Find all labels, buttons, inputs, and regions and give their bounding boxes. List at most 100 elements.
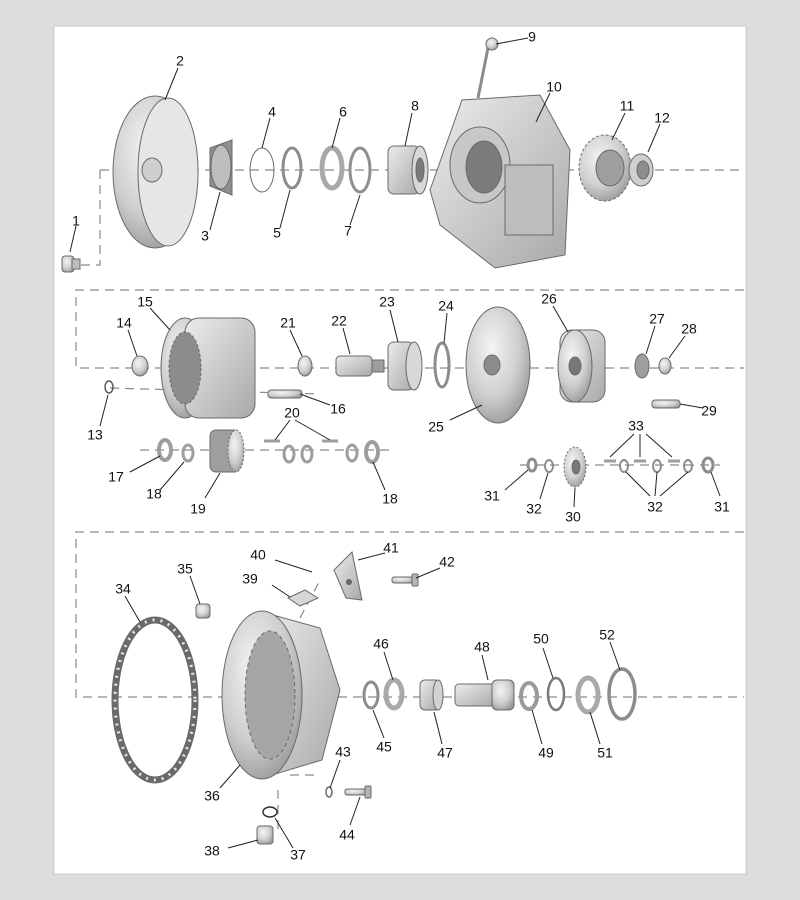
callout-14: 14 (116, 315, 132, 331)
part-8-bearing (387, 145, 429, 195)
callout-43: 43 (335, 744, 351, 760)
callout-31: 31 (484, 488, 500, 504)
part-19-planet-gear (209, 429, 245, 473)
callout-20: 20 (284, 405, 300, 421)
callout-36: 36 (204, 788, 220, 804)
leader-line-20-19-0 (274, 419, 291, 441)
leader-line-7-6-0 (349, 194, 361, 226)
leader-line-4-3-0 (261, 117, 271, 149)
callout-19: 19 (190, 501, 206, 517)
callout-1: 1 (72, 213, 80, 229)
leader-line-33-35-0 (609, 433, 635, 458)
leader-line-20-19-1 (294, 419, 331, 441)
callout-39: 39 (242, 571, 258, 587)
callout-5: 5 (273, 225, 281, 241)
leader-line-35-37-0 (189, 575, 201, 605)
part-22-shaft (335, 355, 385, 377)
leader-line-32-34-0 (625, 471, 651, 497)
callout-27: 27 (649, 311, 665, 327)
part-1-plug (61, 255, 81, 273)
leader-line-29-29-0 (679, 403, 704, 409)
part-13-o-ring (104, 380, 114, 394)
leader-line-48-50-0 (481, 654, 489, 681)
leader-line-15-14-0 (149, 307, 171, 331)
leader-line-32-34-2 (659, 471, 689, 497)
leader-line-33-35-2 (645, 433, 673, 458)
leader-line-21-21-0 (289, 329, 303, 357)
part-34-gasket-ring (111, 616, 199, 784)
part-46-ring (383, 677, 405, 711)
leader-line-13-12-0 (99, 394, 109, 427)
callout-12: 12 (654, 110, 670, 126)
callout-41: 41 (383, 540, 399, 556)
callout-31: 31 (714, 499, 730, 515)
leader-line-9-8-0 (495, 37, 529, 45)
leader-line-32-34-1 (654, 471, 658, 497)
callout-42: 42 (439, 554, 455, 570)
leader-line-28-28-0 (668, 335, 686, 359)
part-28-nut (658, 357, 672, 375)
callout-51: 51 (597, 745, 613, 761)
callout-34: 34 (115, 581, 131, 597)
callout-15: 15 (137, 294, 153, 310)
callout-46: 46 (373, 636, 389, 652)
leader-line-16-15-0 (299, 393, 331, 406)
leader-line-36-38-0 (219, 764, 241, 789)
callout-9: 9 (528, 29, 536, 45)
part-23-bearing (387, 341, 423, 391)
part-17-washer-right (364, 440, 380, 464)
leader-line-26-26-0 (552, 305, 569, 333)
callout-52: 52 (599, 627, 615, 643)
leader-line-46-48-0 (383, 651, 394, 681)
part-17-washer-left (157, 438, 173, 462)
leader-line-49-51-0 (531, 709, 543, 745)
leader-line-38-40-0 (227, 839, 259, 849)
callout-10: 10 (546, 79, 562, 95)
part-48-output-shaft (454, 679, 515, 711)
leader-line-31-32-0 (710, 471, 721, 497)
leader-line-22-22-0 (342, 327, 351, 355)
part-2-cover-flange (112, 95, 199, 249)
callout-49: 49 (538, 745, 554, 761)
callout-29: 29 (701, 403, 717, 419)
leader-line-37-39-0 (274, 817, 294, 849)
part-16-pin (267, 389, 303, 399)
leader-line-51-53-0 (589, 711, 601, 745)
leader-line-45-47-0 (372, 709, 385, 739)
leader-line-18-20-0 (372, 461, 386, 491)
leader-line-10-9-0 (535, 92, 551, 123)
part-21-nut (297, 355, 313, 377)
callout-30: 30 (565, 509, 581, 525)
callout-7: 7 (344, 223, 352, 239)
part-35-plug (195, 603, 211, 619)
leader-line-1-0-0 (69, 225, 77, 253)
part-29-pin (651, 399, 681, 409)
callout-50: 50 (533, 631, 549, 647)
part-15-carrier (160, 317, 256, 419)
callout-3: 3 (201, 228, 209, 244)
leader-line-47-49-0 (433, 711, 443, 745)
leader-line-39-41-0 (271, 584, 291, 598)
callout-26: 26 (541, 291, 557, 307)
callout-18: 18 (382, 491, 398, 507)
part-43-washer (325, 786, 333, 798)
leader-line-2-1-0 (164, 67, 179, 101)
callout-32: 32 (647, 499, 663, 515)
part-41-bracket (333, 550, 363, 601)
leader-line-24-24-0 (443, 312, 448, 344)
callout-13: 13 (87, 427, 103, 443)
part-52-seal (607, 667, 637, 721)
part-30-gear (563, 446, 587, 488)
leader-line-30-30-0 (573, 487, 576, 508)
callout-18: 18 (146, 486, 162, 502)
callout-17: 17 (108, 469, 124, 485)
leader-line-6-5-0 (331, 117, 341, 149)
part-47-bearing (419, 679, 444, 711)
leader-line-27-27-0 (645, 325, 656, 355)
callout-25: 25 (428, 419, 444, 435)
part-27-washer (634, 353, 650, 379)
part-39-plate (286, 589, 320, 607)
leader-line-50-52-0 (542, 647, 554, 679)
part-3-cone-ring (209, 139, 233, 196)
